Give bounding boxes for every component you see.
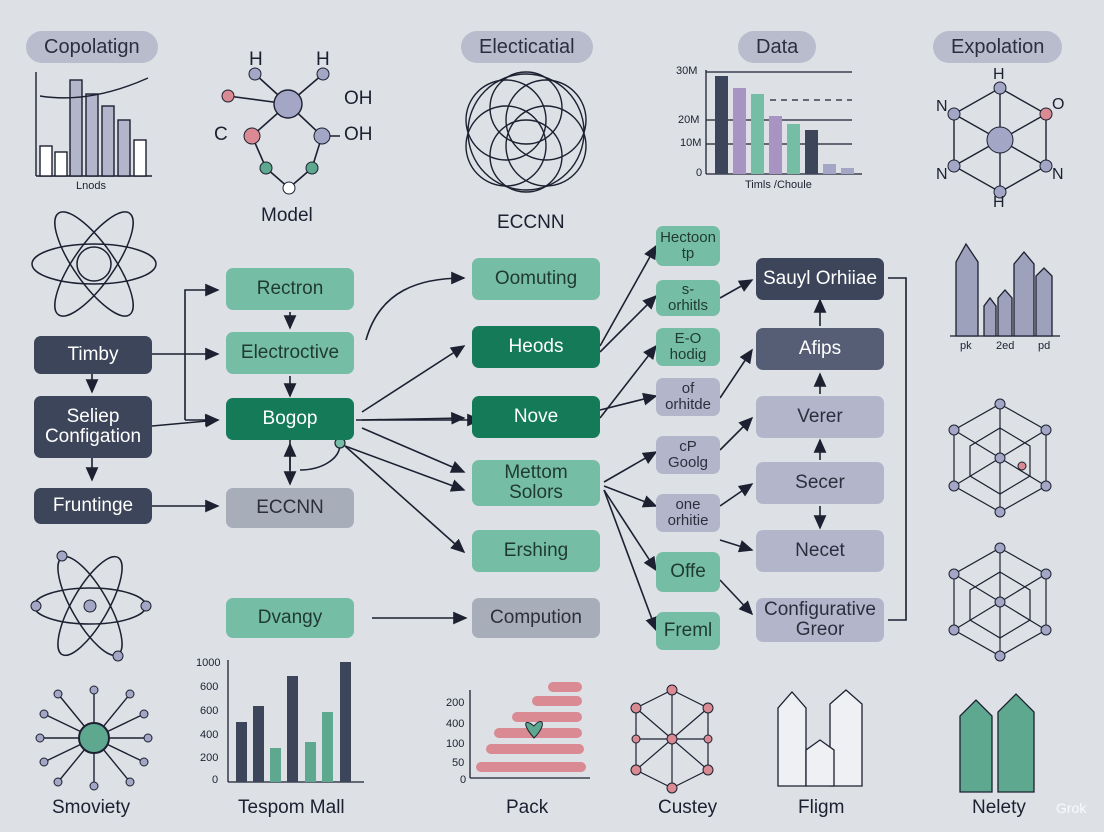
node-mettom-solors[interactable]: Mettom Solors	[472, 460, 600, 506]
bar-y-0: 0	[212, 774, 219, 786]
node-s-orbitals[interactable]: s- orhitls	[656, 280, 720, 316]
node-oomuting[interactable]: Oomuting	[472, 258, 600, 300]
watermark: Grok	[1056, 800, 1087, 816]
mol-h-right: H	[316, 49, 330, 70]
bar-y-400: 400	[200, 729, 219, 741]
node-of-orbitde[interactable]: of orhitde	[656, 378, 720, 416]
node-nove[interactable]: Nove	[472, 396, 600, 438]
hex-o: O	[1052, 96, 1065, 113]
bar-y-600a: 600	[200, 681, 219, 693]
node-heods[interactable]: Heods	[472, 326, 600, 368]
node-one-orbitie[interactable]: one orhitie	[656, 494, 720, 532]
header-expolation: Expolation	[933, 31, 1063, 63]
header-copolatign: Copolatign	[26, 31, 158, 63]
bar-y-600b: 600	[200, 705, 219, 717]
pack-y-400: 400	[446, 718, 465, 730]
node-configurative-greor[interactable]: Configurative Greor	[756, 598, 884, 642]
label-smoviety: Smoviety	[52, 797, 131, 818]
mol-c: C	[214, 124, 228, 145]
label-pack: Pack	[506, 797, 549, 818]
data-y-30m: 30M	[676, 65, 698, 77]
bar-y-200: 200	[200, 752, 219, 764]
node-ershing[interactable]: Ershing	[472, 530, 600, 572]
pack-y-50: 50	[452, 757, 465, 769]
pack-y-200: 200	[446, 697, 465, 709]
hex-n-right: N	[1052, 166, 1064, 183]
header-electicatial: Electicatial	[461, 31, 593, 63]
circle-label: ECCNN	[497, 212, 565, 233]
label-custey: Custey	[658, 797, 718, 818]
pack-y-0: 0	[460, 774, 467, 786]
bar-y-1000: 1000	[196, 657, 221, 669]
label-fligm: Fligm	[798, 797, 845, 818]
data-y-20m: 20M	[678, 114, 700, 126]
node-verer[interactable]: Verer	[756, 396, 884, 438]
data-x-label: Timls /Choule	[745, 179, 812, 191]
node-timby[interactable]: Timby	[34, 336, 152, 374]
hex-n-left-lower: N	[936, 166, 948, 183]
hex-n-left: N	[936, 98, 948, 115]
node-bogop[interactable]: Bogop	[226, 398, 354, 440]
node-necet[interactable]: Necet	[756, 530, 884, 572]
node-eo-hodig[interactable]: E-O hodig	[656, 328, 720, 366]
hex-h-top: H	[993, 66, 1005, 83]
node-dvangy[interactable]: Dvangy	[226, 598, 354, 638]
label-tespom-mall: Tespom Mall	[238, 797, 345, 818]
node-afips[interactable]: Afips	[756, 328, 884, 370]
molecule-label: Model	[261, 205, 313, 226]
node-computation[interactable]: Compution	[472, 598, 600, 638]
node-electroctive[interactable]: Electroctive	[226, 332, 354, 374]
crystal-label-pd: pd	[1038, 340, 1051, 352]
mini-chart-label: Lnods	[76, 180, 106, 192]
data-y-10m: 10M	[680, 137, 702, 149]
data-y-0: 0	[696, 167, 703, 179]
mol-oh-top: OH	[344, 88, 373, 109]
node-cp-goolg[interactable]: cP Goolg	[656, 436, 720, 474]
node-freml[interactable]: Freml	[656, 612, 720, 650]
crystal-label-2ed: 2ed	[996, 340, 1015, 352]
hex-h-bottom: H	[993, 194, 1005, 211]
node-hectron-tp[interactable]: Hectoon tp	[656, 226, 720, 266]
mol-oh-bottom: OH	[344, 124, 373, 145]
crystal-label-pk: pk	[960, 340, 972, 352]
node-secer[interactable]: Secer	[756, 462, 884, 504]
node-setup-configuration[interactable]: Seliep Configation	[34, 396, 152, 458]
header-data: Data	[738, 31, 817, 63]
mol-h-left: H	[249, 49, 263, 70]
node-frontinge[interactable]: Fruntinge	[34, 488, 152, 524]
node-eccnn[interactable]: ECCNN	[226, 488, 354, 528]
label-nelety: Nelety	[972, 797, 1026, 818]
pack-y-100: 100	[446, 738, 465, 750]
node-rectron[interactable]: Rectron	[226, 268, 354, 310]
node-offe[interactable]: Offe	[656, 552, 720, 592]
node-sauyl-orhiiae[interactable]: Sauyl Orhiiae	[756, 258, 884, 300]
